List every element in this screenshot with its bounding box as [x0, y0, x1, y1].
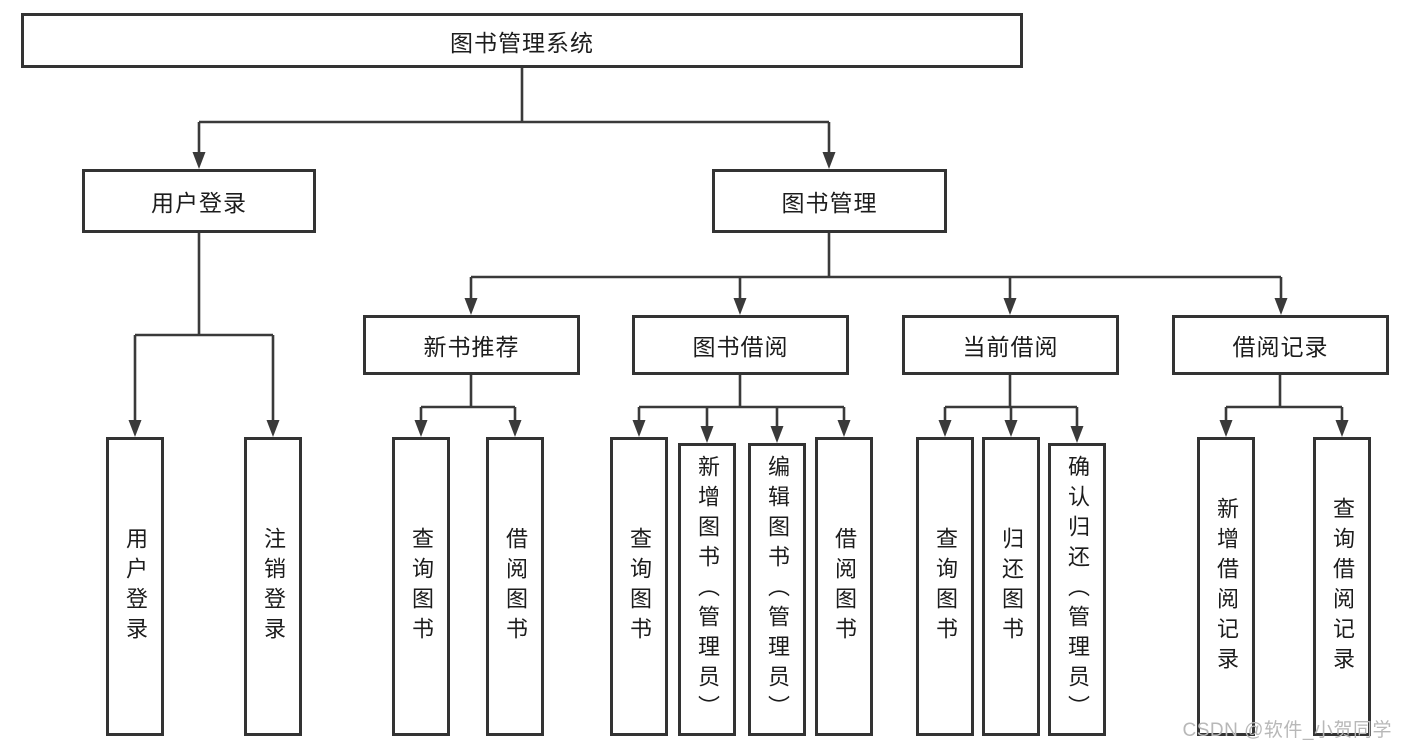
arrowhead-icon [464, 298, 478, 315]
leaf-records-query-borrow-record-label: 查询借阅记录 [1330, 496, 1355, 677]
connector-root-to-level2 [192, 68, 836, 169]
connector-new-book-recommend-children [414, 375, 522, 437]
leaf-current-confirm-return-admin: 确认归还（管理员） [1048, 443, 1106, 736]
node-book-borrow-label: 图书借阅 [692, 334, 789, 360]
arrowhead-icon [192, 152, 206, 169]
leaf-records-add-borrow-record: 新增借阅记录 [1197, 437, 1255, 736]
node-new-book-recommend-label: 新书推荐 [423, 334, 520, 360]
leaf-user-login-label: 用户登录 [123, 526, 148, 647]
node-current-borrow-label: 当前借阅 [962, 334, 1059, 360]
arrowhead-icon [1274, 298, 1288, 315]
arrowhead-icon [1335, 420, 1349, 437]
node-borrow-records-label: 借阅记录 [1232, 334, 1329, 360]
leaf-recommend-query-book: 查询图书 [392, 437, 450, 736]
watermark: CSDN @软件_小贺同学 [1182, 720, 1392, 741]
leaf-borrow-borrow-book-label: 借阅图书 [832, 526, 857, 647]
leaf-current-query-book-label: 查询图书 [933, 526, 958, 647]
arrowhead-icon [822, 152, 836, 169]
leaf-recommend-borrow-book-label: 借阅图书 [503, 526, 528, 647]
node-book-management-label: 图书管理 [781, 190, 878, 216]
arrowhead-icon [700, 426, 714, 443]
leaf-borrow-add-book-admin: 新增图书（管理员） [678, 443, 736, 736]
leaf-records-query-borrow-record: 查询借阅记录 [1313, 437, 1371, 736]
node-root-label: 图书管理系统 [450, 29, 594, 56]
connector-current-borrow-children [938, 375, 1084, 443]
leaf-current-return-book-label: 归还图书 [999, 526, 1024, 647]
leaf-borrow-query-book-label: 查询图书 [627, 526, 652, 647]
connector-book-management-children [464, 233, 1288, 315]
node-user-login-label: 用户登录 [151, 190, 247, 216]
arrowhead-icon [837, 420, 851, 437]
arrowhead-icon [508, 420, 522, 437]
arrowhead-icon [414, 420, 428, 437]
node-new-book-recommend: 新书推荐 [363, 315, 580, 375]
leaf-borrow-borrow-book: 借阅图书 [815, 437, 873, 736]
leaf-current-confirm-return-admin-label: 确认归还（管理员） [1065, 454, 1090, 725]
leaf-borrow-edit-book-admin-label: 编辑图书（管理员） [765, 454, 790, 725]
connector-book-borrow-children [632, 375, 851, 443]
arrowhead-icon [128, 420, 142, 437]
leaf-borrow-add-book-admin-label: 新增图书（管理员） [695, 454, 720, 725]
connector-borrow-records-children [1219, 375, 1349, 437]
leaf-borrow-edit-book-admin: 编辑图书（管理员） [748, 443, 806, 736]
leaf-logout-label: 注销登录 [261, 526, 286, 647]
arrowhead-icon [266, 420, 280, 437]
connector-user-login-children [128, 233, 280, 437]
leaf-user-login: 用户登录 [106, 437, 164, 736]
arrowhead-icon [632, 420, 646, 437]
arrowhead-icon [938, 420, 952, 437]
arrowhead-icon [733, 298, 747, 315]
leaf-current-query-book: 查询图书 [916, 437, 974, 736]
leaf-borrow-query-book: 查询图书 [610, 437, 668, 736]
arrowhead-icon [1004, 420, 1018, 437]
node-root: 图书管理系统 [21, 13, 1023, 68]
node-book-management: 图书管理 [712, 169, 947, 233]
node-current-borrow: 当前借阅 [902, 315, 1119, 375]
leaf-recommend-query-book-label: 查询图书 [409, 526, 434, 647]
leaf-current-return-book: 归还图书 [982, 437, 1040, 736]
leaf-records-add-borrow-record-label: 新增借阅记录 [1214, 496, 1239, 677]
leaf-logout: 注销登录 [244, 437, 302, 736]
arrowhead-icon [770, 426, 784, 443]
node-book-borrow: 图书借阅 [632, 315, 849, 375]
arrowhead-icon [1219, 420, 1233, 437]
leaf-recommend-borrow-book: 借阅图书 [486, 437, 544, 736]
node-borrow-records: 借阅记录 [1172, 315, 1389, 375]
node-user-login: 用户登录 [82, 169, 316, 233]
arrowhead-icon [1070, 426, 1084, 443]
arrowhead-icon [1003, 298, 1017, 315]
